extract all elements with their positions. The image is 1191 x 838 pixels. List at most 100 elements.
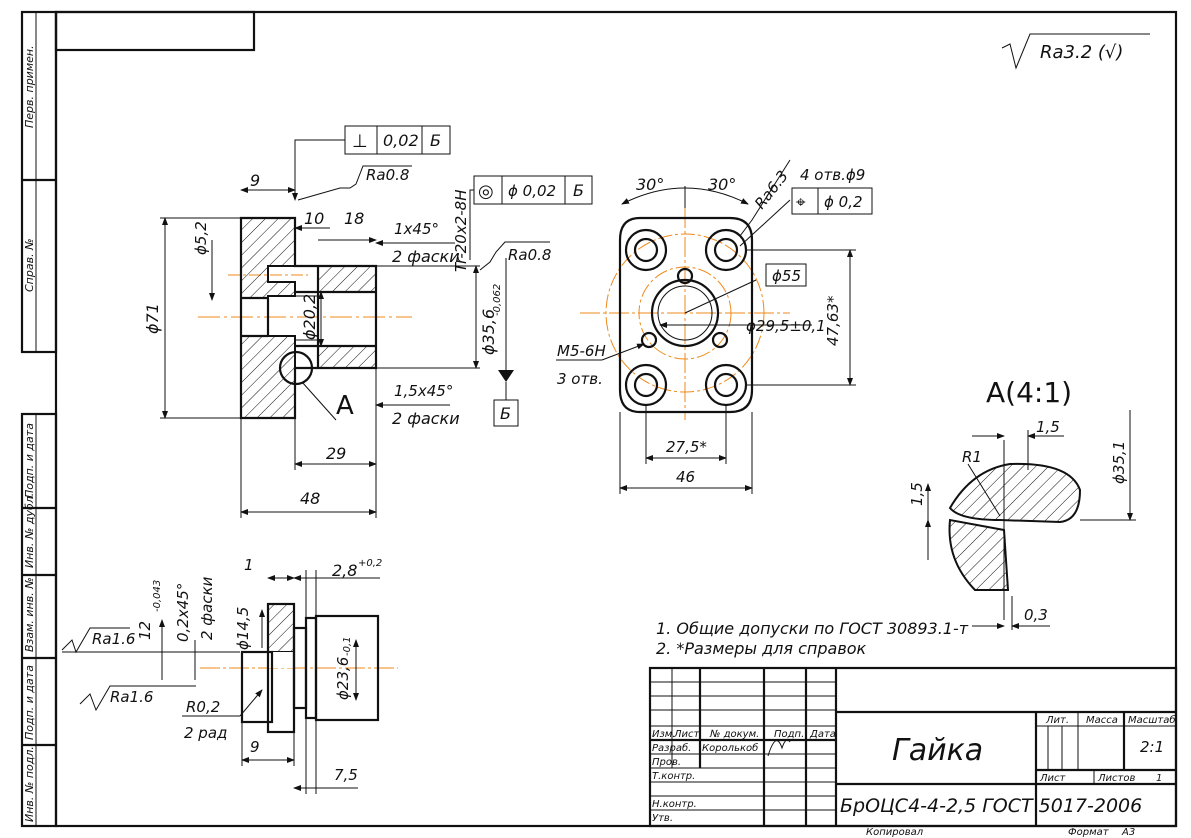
pos-symbol: ⌖ xyxy=(796,193,806,213)
conc-symbol: ◎ xyxy=(478,181,494,202)
general-roughness-text: Ra3.2 (√) xyxy=(1040,42,1123,63)
dim-dia52: ϕ5,2 xyxy=(192,221,210,255)
thread-hole-top xyxy=(676,267,694,285)
tb-material: БрОЦС4-4-2,5 ГОСТ 5017-2006 xyxy=(840,795,1142,817)
sec-dim-12: 12 xyxy=(136,621,154,640)
tb-izm: Изм. xyxy=(652,729,676,740)
dim-4763: 47,63* xyxy=(824,295,842,346)
sec-dim-12-tol: -0,043 xyxy=(152,580,163,612)
sec-dim-9: 9 xyxy=(250,738,260,756)
perp-tolerance-frame: ⊥ 0,02 Б xyxy=(292,125,451,201)
tb-doc: № докум. xyxy=(709,729,759,740)
dim-10: 10 xyxy=(304,209,324,228)
note-2: 2. *Размеры для справок xyxy=(656,639,867,658)
perp-value: 0,02 xyxy=(383,131,419,150)
general-roughness: Ra3.2 (√) xyxy=(1001,33,1150,70)
thread-tr: Tr-20x2-8H xyxy=(452,190,470,273)
side-stamps: Перв. примен. Справ. № Подп. и дата Инв.… xyxy=(23,45,36,822)
detail-r1: R1 xyxy=(962,448,982,466)
chamfer2-note: 2 фаски xyxy=(392,409,460,428)
tb-sheets: Листов xyxy=(1097,773,1135,784)
sec-dim-28-tol: +0,2 xyxy=(358,558,382,569)
thread-hole-right xyxy=(711,331,729,349)
sec-dim-75: 7,5 xyxy=(334,766,358,784)
section-view: 1 2,8 +0,2 Ra1.6 12 -0,043 0,2x45° 2 фас… xyxy=(61,556,398,794)
conc-value: ϕ 0,02 xyxy=(508,182,556,200)
side-view: 30° 30° Ra6.3 4 отв.ϕ9 ⌖ ϕ 0,2 ϕ55 ϕ29,5… xyxy=(556,159,873,494)
tb-date: Дата xyxy=(809,729,836,740)
dim-dia356-tol: -0,062 xyxy=(492,284,503,316)
chamfer1-note: 2 фаски xyxy=(392,247,460,266)
dim-46: 46 xyxy=(676,468,695,486)
tb-copied: Копировал xyxy=(866,827,924,838)
pos-value: ϕ 0,2 xyxy=(824,193,863,211)
tb-format: Формат xyxy=(1068,827,1110,838)
detail-dim-15a: 1,5 xyxy=(1036,418,1060,436)
sec-dia236: ϕ23,6 xyxy=(334,657,352,700)
dim-275: 27,5* xyxy=(666,438,707,456)
dim-dia295: ϕ29,5±0,1 xyxy=(746,317,826,335)
stamp-vzam: Взам. инв. № xyxy=(23,577,36,652)
main-view: 9 10 18 1x45° 2 фаски Tr-20x2-8H ϕ71 ϕ5,… xyxy=(143,125,593,518)
tb-scale-label: Масштаб xyxy=(1128,714,1176,726)
tb-name: Гайка xyxy=(892,733,983,768)
tb-mass: Масса xyxy=(1086,715,1118,726)
tb-prov: Пров. xyxy=(652,757,681,768)
sec-r02-note: 2 рад xyxy=(184,724,227,742)
thread-hole-left xyxy=(640,331,658,349)
face-roughness: Ra0.8 xyxy=(366,166,409,184)
title-block: Изм. Лист № докум. Подп. Дата Разраб. Ко… xyxy=(648,666,1178,838)
detail-a: A(4:1) 1,5 R1 1,5 ϕ35,1 0,3 xyxy=(908,376,1136,630)
bore-roughness: Ra0.8 xyxy=(508,246,551,264)
view-a-label: A xyxy=(336,391,354,421)
tb-scale-value: 2:1 xyxy=(1140,738,1164,756)
tb-list: Лист xyxy=(673,729,701,740)
tb-utv: Утв. xyxy=(652,813,673,824)
tb-razrab: Разраб. xyxy=(652,742,691,754)
chamfer2: 1,5x45° xyxy=(394,382,453,400)
dim-18: 18 xyxy=(344,209,364,228)
bore-outline xyxy=(650,278,720,348)
dim-dia202: ϕ20,2 xyxy=(300,294,319,340)
flange-top-section xyxy=(240,217,296,299)
flange-outline xyxy=(618,216,754,414)
chamfer1: 1x45° xyxy=(394,220,439,238)
flange-bottom-section xyxy=(240,335,296,419)
thread-m5-note: 3 отв. xyxy=(557,370,603,388)
body-top-section xyxy=(317,265,377,293)
sec-dia236-tol: -0,1 xyxy=(342,636,353,656)
dim-48: 48 xyxy=(300,489,320,508)
detail-dia351: ϕ35,1 xyxy=(1110,441,1128,484)
notes: 1. Общие допуски по ГОСТ 30893.1-т 2. *Р… xyxy=(656,619,969,658)
dia55-box xyxy=(765,263,807,287)
thread-m5: M5-6H xyxy=(557,342,606,360)
tb-sign: Подп. xyxy=(774,729,804,740)
sec-dim-1: 1 xyxy=(244,556,254,574)
detail-dim-15b: 1,5 xyxy=(908,482,926,506)
stamp-perv: Перв. примен. xyxy=(23,45,36,128)
perp-datum: Б xyxy=(430,131,441,150)
sec-chamfer: 0,2x45° xyxy=(174,583,192,642)
angle-30-right: 30° xyxy=(708,175,736,194)
side-roughness: Ra6.3 xyxy=(751,167,792,212)
sec-dia145: ϕ14,5 xyxy=(234,607,252,650)
tb-format-value: A3 xyxy=(1121,827,1135,838)
sec-ra16-a: Ra1.6 xyxy=(92,630,135,648)
note-1: 1. Общие допуски по ГОСТ 30893.1-т xyxy=(656,619,969,638)
conc-datum: Б xyxy=(573,181,584,200)
dim-dia55: ϕ55 xyxy=(772,267,801,285)
tb-razrab-name: Королькоб xyxy=(702,742,758,754)
hole-br xyxy=(704,363,748,407)
pos-tolerance-frame: ⌖ ϕ 0,2 xyxy=(791,187,873,215)
body-bottom-section xyxy=(317,345,377,369)
stamp-podp1: Подп. и дата xyxy=(23,423,36,498)
tb-lit: Лит. xyxy=(1045,715,1069,726)
dim-dia356: ϕ35,6 xyxy=(479,309,498,355)
tb-tkontr: Т.контр. xyxy=(652,771,695,782)
hole-bl xyxy=(624,363,668,407)
detail-a-circle xyxy=(278,350,314,386)
tb-sheet: Лист xyxy=(1039,773,1067,784)
sec-r02: R0,2 xyxy=(186,698,220,716)
detail-dim-03: 0,3 xyxy=(1024,606,1048,624)
